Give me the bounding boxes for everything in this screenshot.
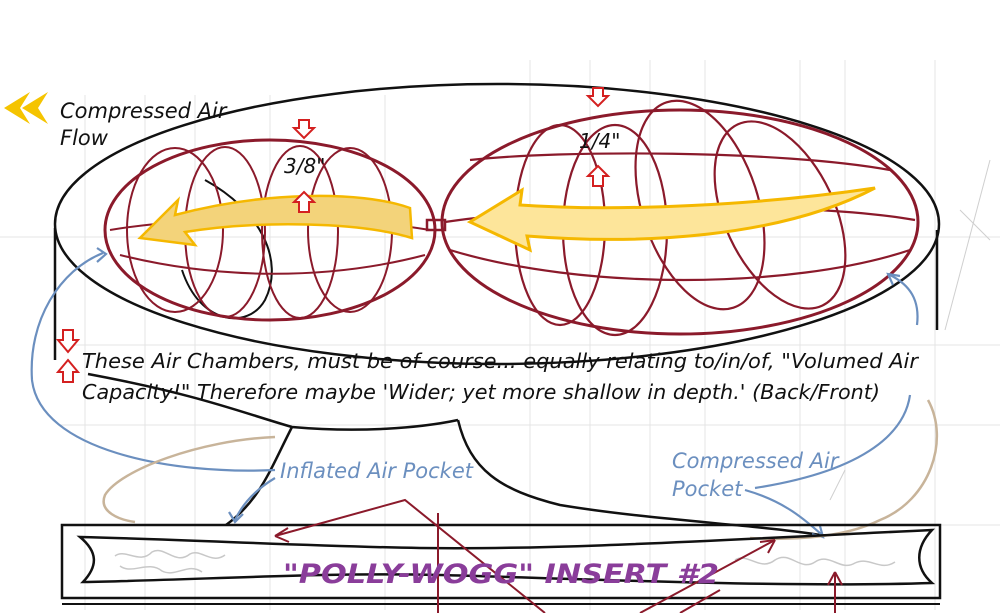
legend-text: Compressed Air Flow — [60, 99, 228, 150]
design-note-line1: These Air Chambers, must be of course...… — [82, 349, 920, 373]
compressed-air-pocket-label-line2: Pocket — [672, 477, 743, 501]
left-chamber-measurement: 3/8" — [284, 154, 325, 178]
marker-up-note — [55, 358, 81, 383]
chamber-connector — [425, 218, 447, 232]
insert-bar — [60, 523, 942, 605]
legend-arrow-icon — [4, 92, 48, 124]
marker-down-note — [55, 329, 81, 354]
flow-arrows — [137, 186, 876, 253]
tan-sketch-lines — [102, 399, 938, 541]
legend-label-line1: Compressed Air — [60, 99, 228, 123]
marker-up-right — [585, 164, 611, 187]
right-chamber-measurement: 1/4" — [579, 129, 620, 153]
design-note-line2: Capacity!" Therefore maybe 'Wider; yet m… — [82, 380, 880, 404]
marker-down-left — [291, 119, 317, 140]
callout-arrows — [30, 247, 919, 539]
sketch-strokes — [829, 159, 991, 501]
flow-arrow-right — [466, 186, 876, 253]
pointer-arrows — [274, 498, 843, 613]
insert-title: "POLLY-WOGG" INSERT #2 — [283, 559, 719, 590]
legend-label-line2: Flow — [60, 126, 109, 150]
insert-texture — [114, 549, 896, 574]
inflated-air-pocket-label: Inflated Air Pocket — [280, 459, 474, 483]
marker-up-left — [291, 190, 317, 213]
flow-arrow-left — [137, 194, 414, 247]
design-note: These Air Chambers, must be of course...… — [82, 349, 920, 404]
compressed-air-pocket-label-line1: Compressed Air — [672, 449, 840, 473]
marker-down-right — [585, 87, 611, 108]
measurement-markers — [55, 87, 611, 383]
